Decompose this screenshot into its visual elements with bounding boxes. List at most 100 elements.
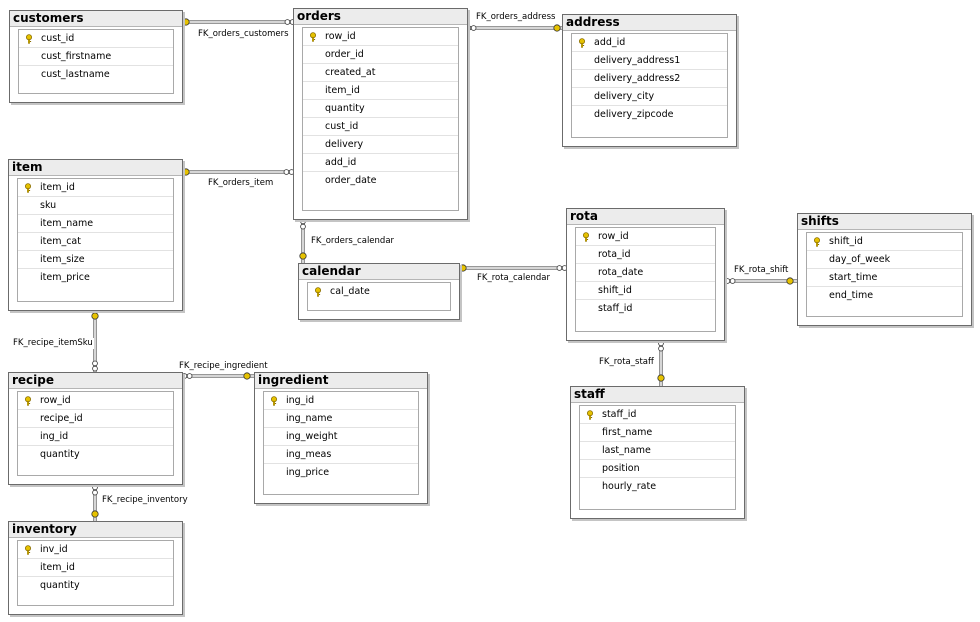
column-row[interactable]: item_cat bbox=[18, 233, 173, 251]
column-row[interactable]: rota_id bbox=[576, 246, 715, 264]
column-row[interactable]: cal_date bbox=[308, 283, 450, 301]
column-row[interactable]: item_price bbox=[18, 269, 173, 287]
column-row[interactable]: item_id bbox=[18, 559, 173, 577]
column-row[interactable]: ing_id bbox=[18, 428, 173, 446]
relationship-label: FK_orders_calendar bbox=[310, 236, 396, 247]
column-row[interactable]: sku bbox=[18, 197, 173, 215]
column-row[interactable]: add_id bbox=[572, 34, 727, 52]
column-name: shift_id bbox=[598, 285, 632, 296]
one-endpoint-key-icon bbox=[786, 277, 794, 285]
column-row[interactable]: quantity bbox=[18, 577, 173, 595]
one-endpoint-key-icon bbox=[657, 374, 665, 382]
column-row[interactable]: order_date bbox=[303, 172, 458, 190]
relationship-connector[interactable] bbox=[465, 24, 562, 32]
column-row[interactable]: ing_name bbox=[264, 410, 418, 428]
column-row[interactable]: delivery bbox=[303, 136, 458, 154]
column-row[interactable]: ing_id bbox=[264, 392, 418, 410]
column-row[interactable]: staff_id bbox=[576, 300, 715, 318]
column-name: shift_id bbox=[829, 236, 863, 247]
column-row[interactable]: cust_id bbox=[19, 30, 173, 48]
key-icon bbox=[310, 32, 316, 42]
column-row[interactable]: add_id bbox=[303, 154, 458, 172]
column-row[interactable]: shift_id bbox=[807, 233, 962, 251]
many-endpoint-icon bbox=[300, 218, 306, 230]
relationship-connector[interactable] bbox=[181, 168, 295, 176]
column-row[interactable]: cust_firstname bbox=[19, 48, 173, 66]
column-row[interactable]: ing_price bbox=[264, 464, 418, 482]
column-row[interactable]: item_name bbox=[18, 215, 173, 233]
one-endpoint-key-icon bbox=[459, 264, 467, 272]
relationship-label: FK_rota_staff bbox=[598, 357, 655, 368]
column-row[interactable]: item_id bbox=[18, 179, 173, 197]
column-name: created_at bbox=[325, 67, 376, 78]
relationship-connector[interactable] bbox=[299, 218, 307, 263]
column-row[interactable]: order_id bbox=[303, 46, 458, 64]
column-row[interactable]: delivery_zipcode bbox=[572, 106, 727, 124]
relationship-connector[interactable] bbox=[723, 277, 797, 285]
column-name: ing_id bbox=[286, 395, 315, 406]
column-row[interactable]: end_time bbox=[807, 287, 962, 305]
column-row[interactable]: rota_date bbox=[576, 264, 715, 282]
column-row[interactable]: row_id bbox=[576, 228, 715, 246]
relationship-label: FK_rota_calendar bbox=[476, 273, 551, 284]
many-endpoint-icon bbox=[92, 484, 98, 496]
column-row[interactable]: ing_weight bbox=[264, 428, 418, 446]
column-name: first_name bbox=[602, 427, 653, 438]
one-endpoint-key-icon bbox=[91, 510, 99, 518]
column-name: ing_name bbox=[286, 413, 333, 424]
relationship-connector[interactable] bbox=[458, 264, 568, 272]
column-row[interactable]: last_name bbox=[580, 442, 735, 460]
column-row[interactable]: delivery_city bbox=[572, 88, 727, 106]
column-row[interactable]: item_size bbox=[18, 251, 173, 269]
column-name: day_of_week bbox=[829, 254, 891, 265]
column-row[interactable]: hourly_rate bbox=[580, 478, 735, 496]
column-row[interactable]: delivery_address1 bbox=[572, 52, 727, 70]
column-name: row_id bbox=[40, 395, 71, 406]
table-title: shifts bbox=[798, 214, 971, 230]
column-row[interactable]: delivery_address2 bbox=[572, 70, 727, 88]
column-row[interactable]: shift_id bbox=[576, 282, 715, 300]
column-row[interactable]: position bbox=[580, 460, 735, 478]
many-endpoint-icon bbox=[181, 373, 193, 379]
column-row[interactable]: ing_meas bbox=[264, 446, 418, 464]
column-name: hourly_rate bbox=[602, 481, 657, 492]
column-row[interactable]: first_name bbox=[580, 424, 735, 442]
column-name: item_cat bbox=[40, 236, 81, 247]
relationship-connector[interactable] bbox=[181, 372, 254, 380]
column-name: quantity bbox=[40, 580, 80, 591]
column-row[interactable]: start_time bbox=[807, 269, 962, 287]
column-row[interactable]: day_of_week bbox=[807, 251, 962, 269]
column-row[interactable]: row_id bbox=[303, 28, 458, 46]
relationship-connector[interactable] bbox=[91, 483, 99, 521]
table-title: orders bbox=[294, 9, 467, 25]
column-row[interactable]: item_id bbox=[303, 82, 458, 100]
column-name: ing_weight bbox=[286, 431, 338, 442]
column-row[interactable]: recipe_id bbox=[18, 410, 173, 428]
column-row[interactable]: quantity bbox=[18, 446, 173, 464]
table-title: rota bbox=[567, 209, 724, 225]
column-row[interactable]: created_at bbox=[303, 64, 458, 82]
column-row[interactable]: quantity bbox=[303, 100, 458, 118]
relationship-connector[interactable] bbox=[182, 18, 296, 26]
column-row[interactable]: cust_lastname bbox=[19, 66, 173, 84]
column-row[interactable]: cust_id bbox=[303, 118, 458, 136]
column-row[interactable]: row_id bbox=[18, 392, 173, 410]
column-row[interactable]: staff_id bbox=[580, 406, 735, 424]
many-endpoint-icon bbox=[92, 360, 98, 372]
column-row[interactable]: inv_id bbox=[18, 541, 173, 559]
relationship-connector[interactable] bbox=[657, 339, 665, 386]
column-name: staff_id bbox=[598, 303, 633, 314]
